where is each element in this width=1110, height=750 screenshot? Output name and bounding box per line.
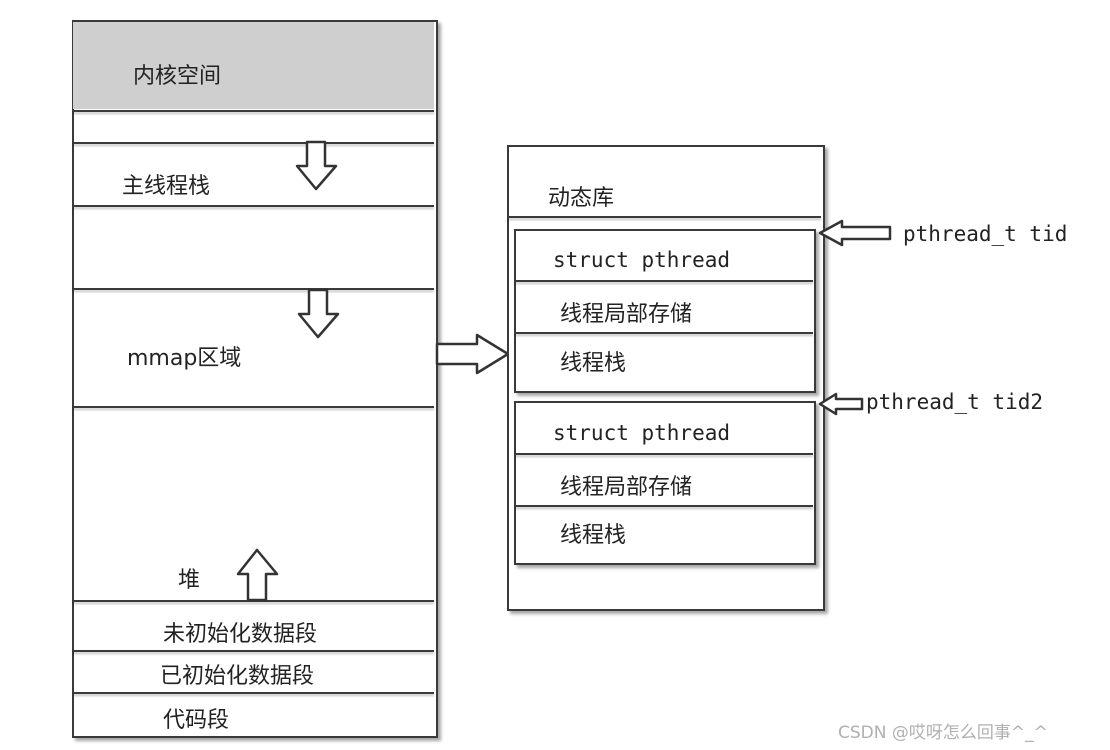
divider bbox=[73, 142, 434, 144]
kernel-space-label: 内核空间 bbox=[133, 64, 222, 89]
thread-local-storage-label: 线程局部存储 bbox=[560, 302, 693, 327]
thread-stack-label: 线程栈 bbox=[560, 523, 627, 548]
dynamic-library-title: 动态库 bbox=[548, 186, 615, 211]
kernel-space-block bbox=[73, 22, 434, 109]
divider bbox=[73, 650, 434, 652]
thread-block-2 bbox=[514, 401, 816, 565]
divider bbox=[73, 288, 434, 290]
struct-pthread-label: struct pthread bbox=[553, 248, 731, 272]
heap-label: 堆 bbox=[178, 568, 201, 593]
thread-local-storage-label: 线程局部存储 bbox=[560, 475, 693, 500]
left-arrow-icon bbox=[818, 219, 892, 247]
thread-block-1 bbox=[514, 229, 816, 393]
right-arrow-icon bbox=[435, 333, 510, 375]
up-arrow-icon bbox=[236, 548, 279, 602]
thread-stack-label: 线程栈 bbox=[560, 351, 627, 376]
divider bbox=[508, 216, 821, 218]
divider bbox=[515, 453, 813, 455]
divider bbox=[515, 280, 813, 282]
text-segment-label: 代码段 bbox=[163, 708, 230, 733]
down-arrow-icon bbox=[295, 140, 338, 191]
down-arrow-icon bbox=[297, 288, 340, 339]
main-thread-stack-label: 主线程栈 bbox=[122, 174, 211, 199]
address-space-box bbox=[72, 20, 438, 738]
divider bbox=[73, 692, 434, 694]
pthread-tid-label: pthread_t tid bbox=[903, 222, 1068, 246]
bss-segment-label: 未初始化数据段 bbox=[163, 622, 318, 647]
left-arrow-icon bbox=[818, 392, 864, 416]
watermark: CSDN @哎呀怎么回事^_^ bbox=[838, 723, 1048, 743]
divider bbox=[515, 332, 813, 334]
divider bbox=[73, 406, 434, 408]
divider bbox=[73, 110, 434, 112]
struct-pthread-label: struct pthread bbox=[553, 421, 731, 445]
divider bbox=[73, 205, 434, 207]
data-segment-label: 已初始化数据段 bbox=[160, 664, 315, 689]
divider bbox=[515, 505, 813, 507]
mmap-region-label: mmap区域 bbox=[127, 346, 242, 371]
pthread-tid2-label: pthread_t tid2 bbox=[866, 390, 1044, 414]
